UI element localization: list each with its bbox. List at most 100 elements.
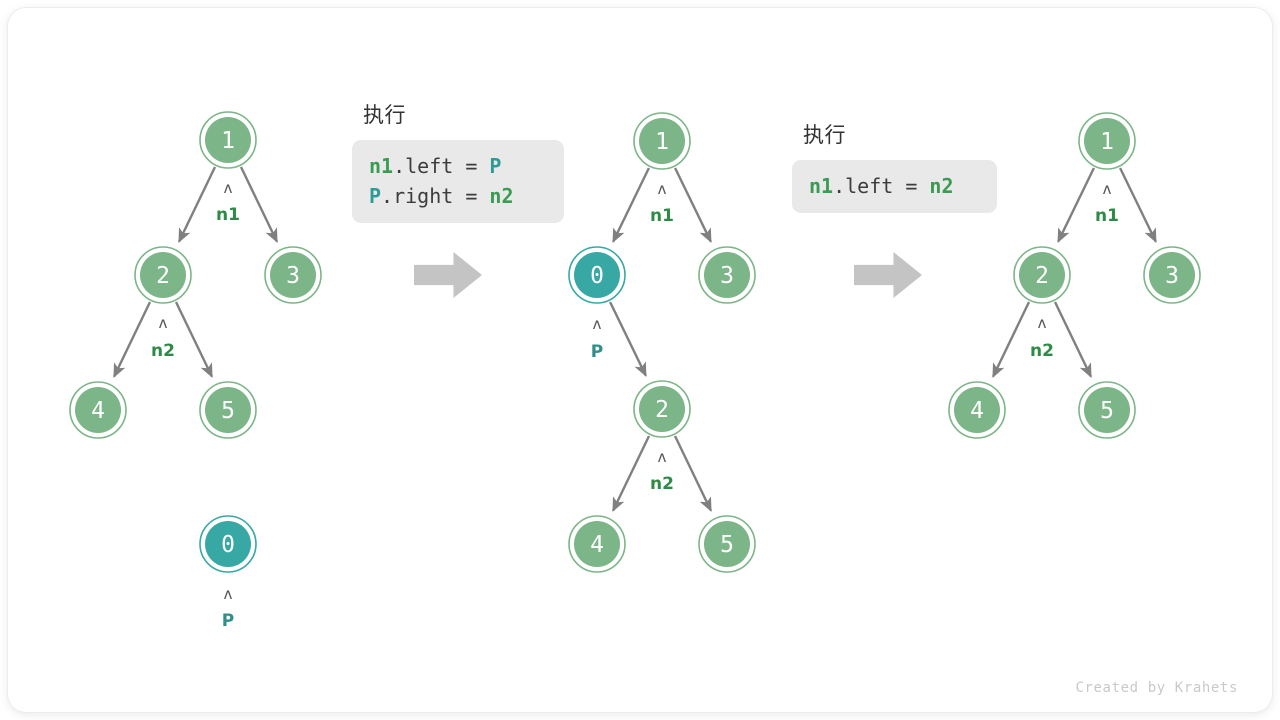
operation-label-after-step-1: 执行 xyxy=(363,104,406,127)
code-token: n1 xyxy=(369,154,394,178)
node-outer-ring xyxy=(1078,112,1136,170)
tree-node-4[interactable]: 4 xyxy=(568,515,626,573)
tree-edge xyxy=(177,166,217,243)
node-disc xyxy=(639,386,685,432)
node-disc xyxy=(205,521,251,567)
tree-edge xyxy=(239,166,279,243)
node-outer-ring xyxy=(1078,381,1136,439)
node-value-label: 5 xyxy=(1100,398,1114,424)
tree-node-2[interactable]: 2 xyxy=(1013,246,1071,304)
code-token: .left = xyxy=(393,154,490,178)
node-disc xyxy=(704,521,750,567)
step-arrow-2 xyxy=(854,252,922,298)
node-disc xyxy=(574,252,620,298)
tree-node-5[interactable]: 5 xyxy=(1078,381,1136,439)
tree-edge xyxy=(1053,301,1093,378)
node-value-label: 1 xyxy=(1100,129,1114,155)
tree-edge xyxy=(611,435,651,512)
node-outer-ring xyxy=(69,381,127,439)
pointer-label-n1: n1 xyxy=(1095,206,1119,226)
step-arrow-1 xyxy=(414,252,482,298)
tree-node-5[interactable]: 5 xyxy=(698,515,756,573)
code-line: n1.left = n2 xyxy=(809,171,980,201)
node-outer-ring xyxy=(199,381,257,439)
node-outer-ring xyxy=(199,111,257,169)
block-arrow-shape xyxy=(854,252,922,298)
tree-nodes-after-step-2: 1 2 3 4 5 xyxy=(948,112,1201,439)
pointer-label-n1: n1 xyxy=(650,206,674,226)
tree-edge xyxy=(609,301,647,378)
tree-node-1[interactable]: 1 xyxy=(1078,112,1136,170)
node-value-label: 3 xyxy=(286,263,300,289)
tree-edge xyxy=(1119,167,1157,244)
tree-node-5[interactable]: 5 xyxy=(199,381,257,439)
code-token: .right = xyxy=(381,184,490,208)
tree-node-3[interactable]: 3 xyxy=(1143,246,1201,304)
pointer-label-P: P xyxy=(591,342,603,362)
tree-node-2[interactable]: 2 xyxy=(633,380,691,438)
node-disc xyxy=(954,387,1000,433)
node-outer-ring xyxy=(199,515,257,573)
pointer-caret-icon: ʌ xyxy=(657,180,666,198)
node-disc xyxy=(1149,252,1195,298)
pointer-caret-icon: ʌ xyxy=(223,179,232,197)
node-value-label: 3 xyxy=(720,263,734,289)
node-value-label: 0 xyxy=(590,263,604,289)
node-disc xyxy=(1084,387,1130,433)
node-value-label: 4 xyxy=(970,398,984,424)
tree-node-0[interactable]: 0 xyxy=(199,515,257,573)
node-outer-ring xyxy=(568,246,626,304)
node-outer-ring xyxy=(1013,246,1071,304)
tree-edge xyxy=(991,301,1031,378)
credit-footer: Created by Krahets xyxy=(1075,680,1238,696)
tree-node-1[interactable]: 1 xyxy=(199,111,257,169)
node-value-label: 1 xyxy=(655,129,669,155)
node-outer-ring xyxy=(633,380,691,438)
node-value-label: 2 xyxy=(1035,263,1049,289)
code-snippet-after-step-1: n1.left = P P.right = n2 xyxy=(352,140,564,223)
code-line: n1.left = P xyxy=(369,151,547,181)
node-value-label: 5 xyxy=(221,398,235,424)
pointer-label-n2: n2 xyxy=(1030,341,1054,361)
tree-node-3[interactable]: 3 xyxy=(698,246,756,304)
code-snippet-after-step-2: n1.left = n2 xyxy=(792,160,997,213)
node-outer-ring xyxy=(698,246,756,304)
tree-edges-after-step-2 xyxy=(991,167,1157,378)
node-value-label: 4 xyxy=(590,532,604,558)
tree-node-0[interactable]: 0 xyxy=(568,246,626,304)
node-value-label: 2 xyxy=(655,397,669,423)
code-token: P xyxy=(369,184,382,208)
tree-node-1[interactable]: 1 xyxy=(633,112,691,170)
node-outer-ring xyxy=(948,381,1006,439)
node-value-label: 0 xyxy=(221,532,235,558)
node-value-label: 2 xyxy=(156,263,170,289)
node-disc xyxy=(704,252,750,298)
pointer-caret-icon: ʌ xyxy=(1037,314,1046,332)
code-token: .left = xyxy=(833,174,930,198)
pointer-caret-icon: ʌ xyxy=(223,585,232,603)
node-value-label: 5 xyxy=(720,532,734,558)
tree-edges-after-step-1 xyxy=(609,167,713,512)
code-token: n1 xyxy=(809,174,834,198)
tree-node-3[interactable]: 3 xyxy=(264,246,322,304)
block-arrow-shape xyxy=(414,252,482,298)
node-disc xyxy=(1019,252,1065,298)
node-disc xyxy=(574,521,620,567)
node-disc xyxy=(1084,118,1130,164)
node-value-label: 4 xyxy=(91,398,105,424)
operation-label-after-step-2: 执行 xyxy=(803,124,846,147)
pointer-caret-icon: ʌ xyxy=(158,314,167,332)
tree-edge xyxy=(112,301,152,378)
tree-node-4[interactable]: 4 xyxy=(948,381,1006,439)
tree-node-2[interactable]: 2 xyxy=(134,246,192,304)
pointer-label-n2: n2 xyxy=(151,341,175,361)
code-token: n2 xyxy=(489,184,514,208)
node-disc xyxy=(140,252,186,298)
pointer-label-n1: n1 xyxy=(216,205,240,225)
node-outer-ring xyxy=(134,246,192,304)
tree-node-4[interactable]: 4 xyxy=(69,381,127,439)
